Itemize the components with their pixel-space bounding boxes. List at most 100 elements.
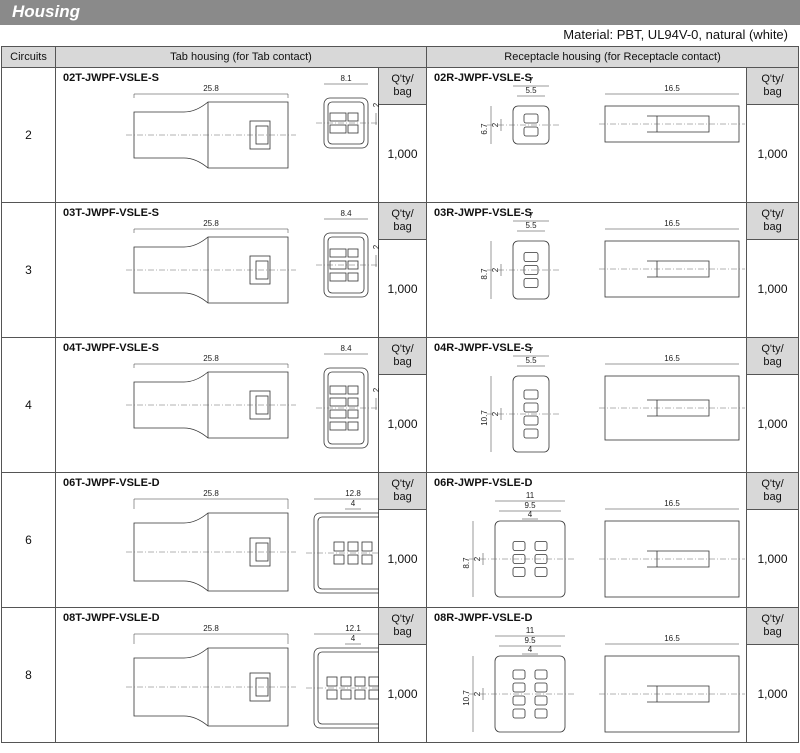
tab-part-number: 06T-JWPF-VSLE-D <box>63 477 160 489</box>
bag-label: bag <box>393 626 412 638</box>
circuits-cell: 4 <box>1 337 56 473</box>
tab-drawing-cell: 06T-JWPF-VSLE-D 25.812.849.82 <box>55 472 379 608</box>
tab-length-dim: 25.8 <box>203 84 219 93</box>
tab-qty-value: 1,000 <box>377 509 428 608</box>
bag-label: bag <box>393 86 412 98</box>
bag-label: bag <box>393 491 412 503</box>
rec-pitch-dim: 2 <box>491 122 500 127</box>
table-row: 3 03T-JWPF-VSLE-S 25.88.492 Q'ty/bag 03R… <box>1 202 800 338</box>
tab-qty-header: Q'ty/bag <box>377 202 428 240</box>
table-row: 4 04T-JWPF-VSLE-S 25.88.4112 Q'ty/bag 04… <box>1 337 800 473</box>
rec-width2-dim: 9.5 <box>524 636 536 645</box>
tab-qty-value: 1,000 <box>377 239 428 338</box>
rec-qty-header: Q'ty/bag <box>746 607 800 645</box>
rec-height-dim: 8.7 <box>462 557 471 569</box>
table-row: 2 02T-JWPF-VSLE-S 25.8 8.1 7 2 Q'ty/bag 02R… <box>1 67 800 203</box>
housing-table: Circuits Tab housing (for Tab contact) R… <box>1 46 800 743</box>
section-title-bar: Housing <box>0 0 800 25</box>
rec-height-dim: 8.7 <box>480 268 489 280</box>
rec-width-dim: 7 <box>529 76 534 85</box>
tab-drawing-cell: 04T-JWPF-VSLE-S 25.88.4112 <box>55 337 379 473</box>
bag-label: bag <box>763 626 782 638</box>
header-receptacle-housing: Receptacle housing (for Receptacle conta… <box>426 46 800 68</box>
rec-length-dim: 16.5 <box>664 354 680 363</box>
tab-qty-value: 1,000 <box>377 644 428 743</box>
tab-width-dim: 8.1 <box>340 74 352 83</box>
rec-width2-dim: 5.5 <box>525 86 537 95</box>
bag-label: bag <box>393 356 412 368</box>
tab-part-number: 03T-JWPF-VSLE-S <box>63 207 159 219</box>
tab-qty-header: Q'ty/bag <box>377 337 428 375</box>
tab-drawing-cell: 02T-JWPF-VSLE-S 25.88.172 <box>55 67 379 203</box>
rec-length-dim: 16.5 <box>664 84 680 93</box>
qty-label: Q'ty/ <box>391 208 414 220</box>
circuits-cell: 3 <box>1 202 56 338</box>
table-row: 1,000 1,000 <box>2 644 800 743</box>
rec-pitch-dim: 2 <box>473 691 482 696</box>
qty-label: Q'ty/ <box>391 343 414 355</box>
tab-housing-drawing: 25.812.849.82 <box>126 489 379 594</box>
table-row: 8 08T-JWPF-VSLE-D 25.812.14112 Q'ty/bag … <box>1 607 800 743</box>
tab-length-dim: 25.8 <box>203 489 219 498</box>
qty-label: Q'ty/ <box>761 73 784 85</box>
tab-housing-drawing: 25.88.492 <box>126 209 379 304</box>
bag-label: bag <box>393 221 412 233</box>
tab-length-dim: 25.8 <box>203 354 219 363</box>
circuits-cell: 2 <box>1 67 56 203</box>
rec-part-number: 08R-JWPF-VSLE-D <box>434 612 533 624</box>
table-row: 1,000 1,000 <box>2 104 800 203</box>
tab-width-dim: 8.4 <box>340 344 352 353</box>
table-row: 1,000 1,000 <box>2 509 800 608</box>
rec-height-dim: 6.7 <box>480 123 489 135</box>
rec-part-number: 03R-JWPF-VSLE-S <box>434 207 532 219</box>
rec-width3-dim: 4 <box>528 645 533 654</box>
rec-width2-dim: 9.5 <box>524 501 536 510</box>
tab-length-dim: 25.8 <box>203 219 219 228</box>
tab-pitch-dim: 2 <box>372 387 379 392</box>
qty-label: Q'ty/ <box>391 73 414 85</box>
qty-label: Q'ty/ <box>761 478 784 490</box>
tab-length-dim: 25.8 <box>203 624 219 633</box>
rec-part-number: 02R-JWPF-VSLE-S <box>434 72 532 84</box>
rec-qty-header: Q'ty/bag <box>746 67 800 105</box>
bag-label: bag <box>763 86 782 98</box>
rec-qty-header: Q'ty/bag <box>746 202 800 240</box>
qty-label: Q'ty/ <box>761 613 784 625</box>
table-row: 1,000 1,000 <box>2 239 800 338</box>
tab-qty-value: 1,000 <box>377 104 428 203</box>
tab-drawing-cell: 03T-JWPF-VSLE-S 25.88.492 <box>55 202 379 338</box>
tab-qty-header: Q'ty/bag <box>377 67 428 105</box>
rec-pitch-dim: 2 <box>491 267 500 272</box>
material-note: Material: PBT, UL94V-0, natural (white) <box>563 27 788 42</box>
rec-width-dim: 7 <box>529 346 534 355</box>
tab-width-dim: 12.1 <box>345 624 361 633</box>
qty-label: Q'ty/ <box>391 478 414 490</box>
rec-qty-value: 1,000 <box>746 104 800 203</box>
rec-pitch-dim: 2 <box>491 411 500 416</box>
circuits-cell: 8 <box>1 607 56 743</box>
tab-pitch-dim: 2 <box>372 102 379 107</box>
rec-qty-header: Q'ty/bag <box>746 337 800 375</box>
tab-part-number: 02T-JWPF-VSLE-S <box>63 72 159 84</box>
rec-qty-value: 1,000 <box>746 374 800 473</box>
rec-length-dim: 16.5 <box>664 634 680 643</box>
qty-label: Q'ty/ <box>391 613 414 625</box>
tab-pitch-dim: 2 <box>372 244 379 249</box>
tab-width-dim: 12.8 <box>345 489 361 498</box>
rec-height-dim: 10.7 <box>480 410 489 426</box>
rec-qty-header: Q'ty/bag <box>746 472 800 510</box>
header-tab-housing: Tab housing (for Tab contact) <box>54 46 428 68</box>
tab-housing-drawing: 25.88.4112 <box>126 344 379 449</box>
tab-qty-header: Q'ty/bag <box>377 607 428 645</box>
tab-width-dim: 8.4 <box>340 209 352 218</box>
table-row: 1,000 1,000 <box>2 374 800 473</box>
header-circuits: Circuits <box>1 46 56 68</box>
